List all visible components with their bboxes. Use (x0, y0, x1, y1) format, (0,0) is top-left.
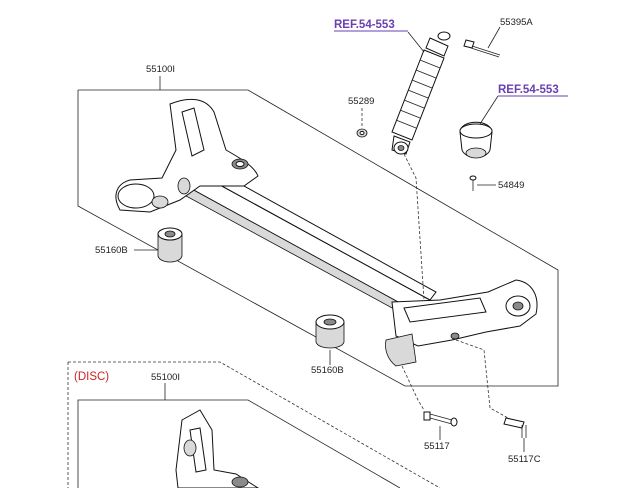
part-label-55100i-bottom: 55100I (151, 372, 180, 383)
bump-stopper (459, 121, 493, 159)
torsion-axle-assembly (115, 98, 538, 367)
disc-axle-assembly (175, 409, 259, 488)
disc-label: (DISC) (74, 371, 109, 383)
part-label-55117c: 55117C (508, 454, 541, 465)
leader-55395a (487, 26, 501, 49)
leader-55117-dashed (401, 365, 425, 411)
part-label-54849: 54849 (498, 180, 524, 191)
part-label-55395a: 55395A (500, 17, 533, 28)
leader-ref-right (479, 95, 499, 125)
part-label-55289: 55289 (348, 96, 374, 107)
ref-label-right[interactable]: REF.54-553 (498, 84, 559, 96)
part-label-55100i-top: 55100I (146, 64, 175, 75)
bushing-55160b-bottom (315, 314, 345, 349)
leader-ref-top (407, 31, 425, 53)
shock-absorber (391, 31, 451, 155)
bolt-54849 (469, 175, 477, 191)
bolt-55395a (463, 39, 501, 58)
disc-boundary-dashed (68, 361, 441, 488)
part-label-55160b-left: 55160B (95, 245, 128, 256)
assembly-boundary-top (77, 89, 559, 387)
ref-label-top[interactable]: REF.54-553 (334, 19, 395, 31)
bushing-55160b-left (157, 227, 183, 263)
bolt-55117c (503, 417, 527, 438)
bolt-55117 (423, 411, 458, 427)
leader-55117c-dashed (455, 339, 509, 419)
leader-shock-dashed (403, 153, 425, 301)
part-label-55117: 55117 (424, 441, 450, 452)
disc-assembly-boundary (77, 399, 401, 488)
part-label-55160b-bottom: 55160B (311, 365, 344, 376)
nut-55289 (356, 128, 368, 138)
